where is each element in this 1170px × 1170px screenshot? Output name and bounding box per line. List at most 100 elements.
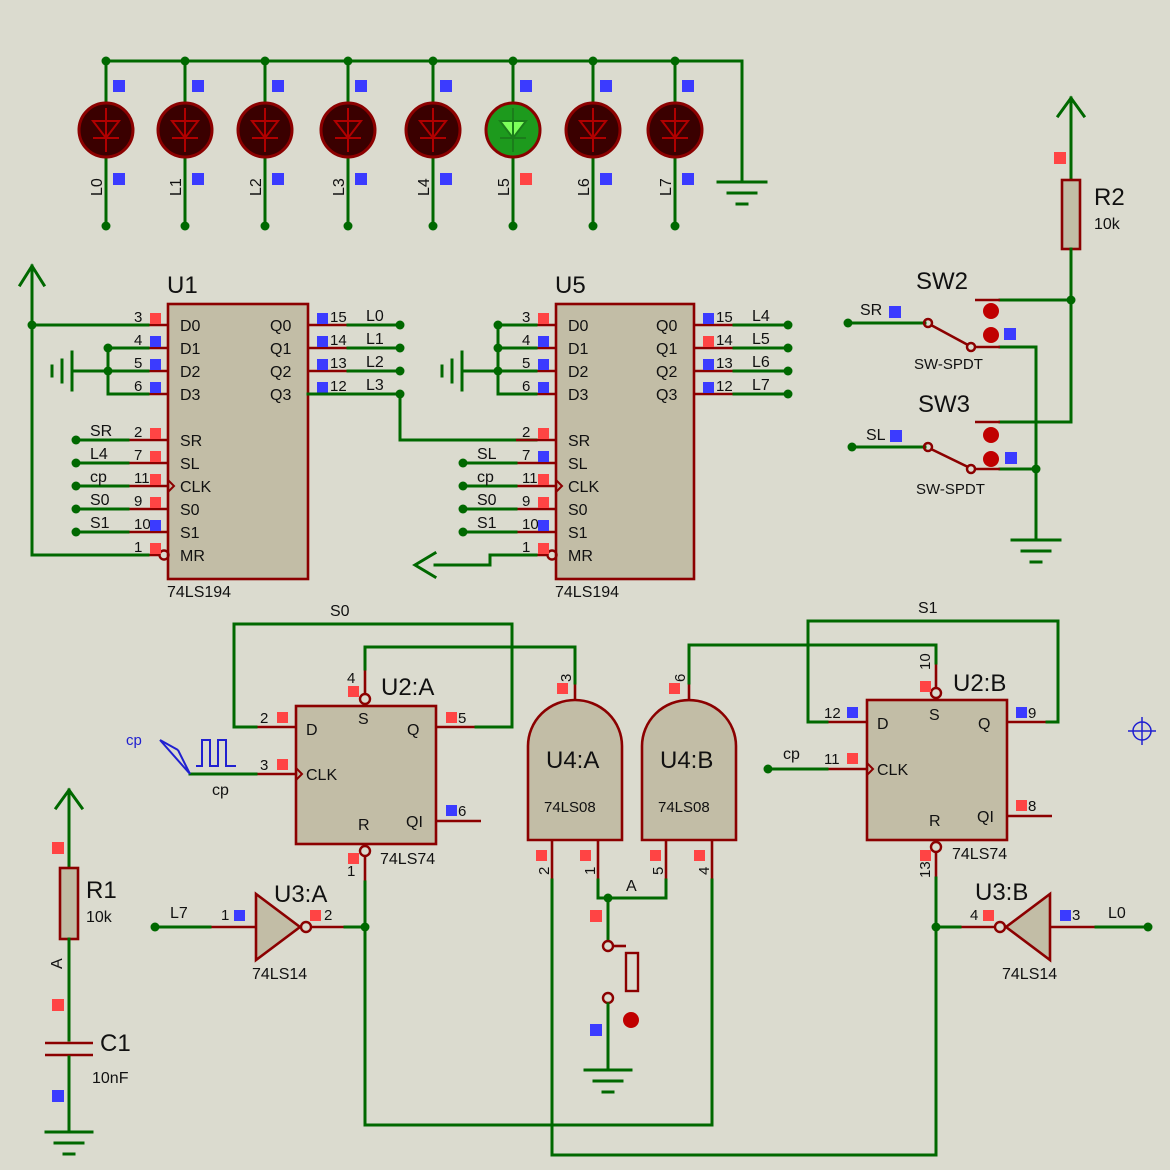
switch-sw2[interactable]: SW2 SR SW-SPDT: [843, 268, 1017, 373]
svg-text:6: 6: [522, 378, 530, 395]
u3b-name: U3:B: [975, 879, 1028, 906]
cp-net-label-u2a: cp: [212, 782, 229, 799]
c1-value: 10nF: [92, 1070, 129, 1087]
svg-text:CLK: CLK: [877, 762, 908, 779]
capacitor-c1[interactable]: C1 10nF: [45, 1030, 131, 1102]
u5-name: U5: [555, 272, 586, 299]
gate-u4b[interactable]: U4:B 74LS08 6 5 4: [640, 674, 738, 880]
ground-symbol: [716, 180, 768, 206]
svg-text:S: S: [929, 707, 940, 724]
push-button[interactable]: [590, 910, 640, 1036]
u1-mr-wire: [30, 283, 150, 557]
svg-text:Q2: Q2: [270, 364, 291, 381]
chip-u1[interactable]: U1 74LS194 D03D14D25D36SR2SRSL7L4CLK11cp…: [71, 272, 405, 601]
ground-symbol-sw: [1010, 538, 1062, 564]
u3b-net: L0: [1108, 905, 1126, 922]
ground-symbol-button: [583, 1068, 633, 1094]
svg-text:MR: MR: [568, 548, 593, 565]
net-a-vertical: A: [49, 958, 66, 969]
s1-loop-wire: [806, 619, 1060, 724]
led-l2: L2: [236, 56, 294, 231]
svg-text:3: 3: [134, 309, 142, 326]
u2a-name: U2:A: [381, 674, 434, 701]
pin-sr: SR2: [516, 424, 590, 450]
resistor-r2[interactable]: R2 10k: [1054, 152, 1125, 251]
gate-u4a[interactable]: U4:A 74LS08 3 2 1: [526, 674, 624, 880]
flipflop-u2a[interactable]: U2:A 74LS74 D CLK Q QI S R 2 3 5 6 4 1: [256, 669, 481, 882]
ground-symbol-u1: [50, 350, 74, 392]
svg-text:SR: SR: [180, 433, 202, 450]
switch-sw3[interactable]: SW3 SL SW-SPDT: [847, 391, 1018, 498]
svg-text:7: 7: [134, 447, 142, 464]
pin-clk: CLK 11 cp: [458, 469, 599, 496]
svg-text:SR: SR: [568, 433, 590, 450]
ground-symbol-c1: [44, 1130, 94, 1156]
led-common-wire: [104, 59, 744, 184]
crosshair-icon[interactable]: [1128, 717, 1156, 745]
svg-text:S0: S0: [180, 502, 200, 519]
net-a-label: A: [626, 878, 637, 895]
svg-text:S0: S0: [568, 502, 588, 519]
svg-text:Q1: Q1: [656, 341, 677, 358]
u3a-net: L7: [170, 905, 188, 922]
sw2-net: SR: [860, 302, 882, 319]
svg-text:Q0: Q0: [270, 318, 291, 335]
svg-text:11: 11: [522, 470, 538, 487]
u5-mr-wire: [433, 553, 538, 567]
svg-text:CLK: CLK: [568, 479, 599, 496]
chip-u5[interactable]: U5 74LS194 D03D14D25D36SR2SL7SLCLK11cpS0…: [458, 272, 793, 601]
flipflop-u2b[interactable]: U2:B 74LS74 D CLK Q QI S R 12 11 9 8 10 …: [824, 653, 1052, 878]
r2-name: R2: [1094, 184, 1125, 211]
net-a-wire: [596, 878, 668, 900]
r1-name: R1: [86, 877, 117, 904]
svg-text:14: 14: [330, 332, 347, 349]
svg-text:Q: Q: [978, 716, 990, 733]
svg-text:9: 9: [134, 493, 142, 510]
svg-text:S1: S1: [477, 515, 497, 532]
r2-value: 10k: [1094, 216, 1121, 233]
svg-text:L6: L6: [752, 354, 770, 371]
svg-text:2: 2: [324, 907, 332, 924]
r1-body: [58, 866, 80, 941]
svg-text:9: 9: [522, 493, 530, 510]
led-l3: L3: [319, 56, 377, 231]
u2a-part: 74LS74: [380, 851, 435, 868]
svg-text:3: 3: [558, 674, 575, 682]
svg-text:5: 5: [134, 355, 142, 372]
svg-text:6: 6: [458, 803, 466, 820]
svg-text:1: 1: [221, 907, 229, 924]
svg-text:S1: S1: [568, 525, 588, 542]
svg-text:D1: D1: [180, 341, 201, 358]
svg-text:1: 1: [522, 539, 530, 556]
svg-text:D3: D3: [180, 387, 201, 404]
led-l1: L1: [156, 56, 214, 231]
resistor-r1[interactable]: R1 10k: [52, 842, 117, 941]
svg-text:2: 2: [260, 710, 268, 727]
s1-net-label: S1: [918, 600, 938, 617]
u4b-part: 74LS08: [658, 799, 710, 816]
u5-body: [554, 302, 696, 581]
svg-text:QI: QI: [977, 809, 994, 826]
svg-text:5: 5: [458, 710, 466, 727]
svg-text:D0: D0: [180, 318, 201, 335]
svg-text:D0: D0: [568, 318, 589, 335]
svg-text:L5: L5: [752, 331, 770, 348]
u3b-part: 74LS14: [1002, 966, 1057, 983]
vcc-arrow-left: [17, 263, 47, 288]
inverter-u3a[interactable]: U3:A 74LS14 1 2: [210, 881, 345, 983]
svg-text:Q0: Q0: [656, 318, 677, 335]
u4a-name: U4:A: [546, 747, 599, 774]
svg-text:SR: SR: [90, 423, 112, 440]
u2b-name: U2:B: [953, 670, 1006, 697]
clock-source[interactable]: cp: [126, 732, 236, 775]
svg-text:SL: SL: [568, 456, 588, 473]
inverter-u3b[interactable]: U3:B 74LS14 3 4: [960, 879, 1096, 983]
r2-body: [1060, 178, 1082, 251]
svg-text:cp: cp: [477, 469, 494, 486]
svg-text:1: 1: [582, 867, 599, 875]
